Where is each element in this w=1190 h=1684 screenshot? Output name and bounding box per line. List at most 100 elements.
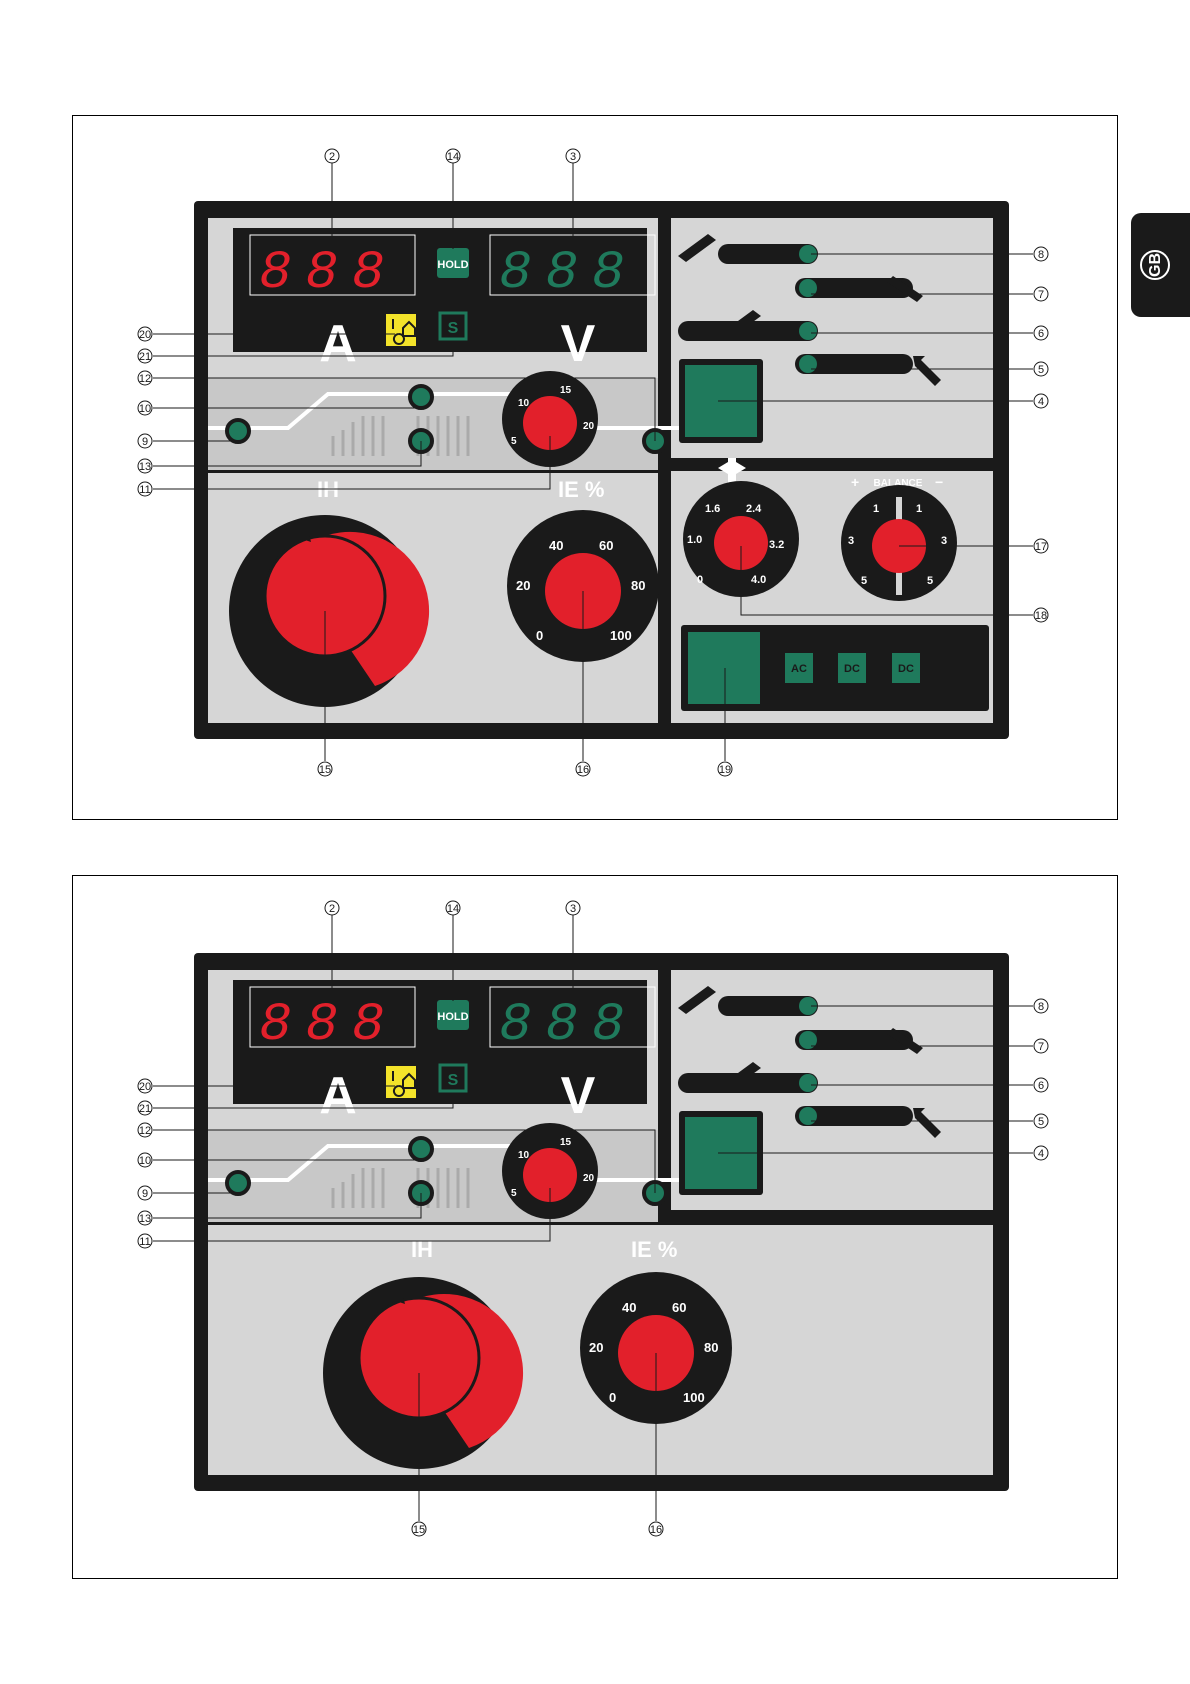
time-scale-20: 20: [583, 1173, 595, 1184]
balance-scale-1-right: 1: [916, 503, 922, 515]
led-preflow: [227, 1172, 249, 1194]
language-tab-label: GB: [1142, 242, 1170, 288]
control-panel-diagram-bottom: 888 888 HOLD S A V 10 15 20 5 IH IE % 40…: [72, 875, 1118, 1579]
control-panel-top-svg: 888 888 HOLD S A V 10 15 20 5 IH IE % 40…: [73, 116, 1119, 821]
ie-scale-80: 80: [704, 1340, 718, 1355]
ie-scale-80: 80: [631, 578, 645, 593]
time-scale-20: 20: [583, 421, 595, 432]
language-tab: GB: [1131, 213, 1190, 317]
callout-14: 14: [447, 903, 459, 915]
callout-3: 3: [570, 903, 576, 915]
callout-5: 5: [1038, 1116, 1044, 1128]
ie-label: IE %: [631, 1237, 677, 1262]
s-label: S: [448, 1072, 459, 1089]
callout-10: 10: [139, 403, 151, 415]
electrode-scale-3.2: 3.2: [769, 539, 784, 551]
balance-scale-5-left: 5: [861, 575, 867, 587]
callout-16: 16: [577, 764, 589, 776]
callout-4: 4: [1038, 1148, 1044, 1160]
balance-scale-1-left: 1: [873, 503, 879, 515]
led-mode-spot: [799, 322, 817, 340]
led-preflow: [227, 420, 249, 442]
time-scale-10: 10: [518, 1150, 530, 1161]
callout-18: 18: [1035, 610, 1047, 622]
electrode-scale-0: 0: [697, 574, 703, 586]
amp-symbol: A: [319, 1067, 357, 1125]
ie-scale-100: 100: [610, 628, 632, 643]
ie-scale-40: 40: [622, 1300, 636, 1315]
time-scale-10: 10: [518, 398, 530, 409]
callout-14: 14: [447, 151, 459, 163]
polarity-select-button[interactable]: [688, 632, 760, 704]
callout-15: 15: [319, 764, 331, 776]
callout-9: 9: [142, 1188, 148, 1200]
callout-16: 16: [650, 1524, 662, 1536]
volt-symbol: V: [561, 315, 596, 373]
led-main-current: [410, 386, 432, 408]
mode-spot-bar: [678, 1073, 818, 1093]
warning-indicator: [386, 1066, 416, 1098]
electrode-scale-1.6: 1.6: [705, 503, 720, 515]
callout-9: 9: [142, 436, 148, 448]
time-scale-5: 5: [511, 436, 517, 447]
callout-11: 11: [139, 1236, 150, 1248]
callout-11: 11: [139, 484, 150, 496]
led-main-current: [410, 1138, 432, 1160]
control-panel-bottom-svg: 888 888 HOLD S A V 10 15 20 5 IH IE % 40…: [73, 876, 1119, 1580]
callout-3: 3: [570, 151, 576, 163]
callout-8: 8: [1038, 1001, 1044, 1013]
hold-label: HOLD: [437, 259, 468, 271]
amp-display-digits: 888: [259, 243, 398, 304]
callout-21: 21: [139, 1103, 151, 1115]
callout-7: 7: [1038, 1041, 1044, 1053]
callout-21: 21: [139, 351, 151, 363]
callout-6: 6: [1038, 328, 1044, 340]
callout-8: 8: [1038, 249, 1044, 261]
control-panel-diagram-top: 888 888 HOLD S A V 10 15 20 5 IH IE % 40…: [72, 115, 1118, 820]
led-mode-mma: [799, 355, 817, 373]
balance-minus-icon: −: [935, 474, 943, 490]
callout-4: 4: [1038, 396, 1044, 408]
callout-20: 20: [139, 1081, 151, 1093]
dc-plus-label: DC: [898, 663, 914, 675]
electrode-scale-4.0: 4.0: [751, 574, 766, 586]
led-mode-mma: [799, 1107, 817, 1125]
led-mode-spot: [799, 1074, 817, 1092]
callout-17: 17: [1035, 541, 1047, 553]
callout-5: 5: [1038, 364, 1044, 376]
ie-scale-40: 40: [549, 538, 563, 553]
hold-label: HOLD: [437, 1011, 468, 1023]
ie-scale-0: 0: [609, 1390, 616, 1405]
balance-scale-5-right: 5: [927, 575, 933, 587]
callout-6: 6: [1038, 1080, 1044, 1092]
ie-scale-0: 0: [536, 628, 543, 643]
callout-19: 19: [719, 764, 731, 776]
time-scale-15: 15: [560, 385, 572, 396]
electrode-scale-2.4: 2.4: [746, 503, 762, 515]
ie-scale-20: 20: [589, 1340, 603, 1355]
callout-7: 7: [1038, 289, 1044, 301]
callout-15: 15: [413, 1524, 425, 1536]
ie-scale-60: 60: [672, 1300, 686, 1315]
callout-20: 20: [139, 329, 151, 341]
time-scale-5: 5: [511, 1188, 517, 1199]
balance-scale-3-right: 3: [941, 535, 947, 547]
dc-minus-label: DC: [844, 663, 860, 675]
electrode-scale-1.0: 1.0: [687, 534, 702, 546]
callout-10: 10: [139, 1155, 151, 1167]
amp-display-digits: 888: [259, 995, 398, 1056]
warning-indicator: [386, 314, 416, 346]
callout-12: 12: [139, 1125, 151, 1137]
time-scale-15: 15: [560, 1137, 572, 1148]
volt-symbol: V: [561, 1067, 596, 1125]
amp-symbol: A: [319, 315, 357, 373]
balance-scale-3-left: 3: [848, 535, 854, 547]
ie-scale-100: 100: [683, 1390, 705, 1405]
callout-2: 2: [329, 151, 335, 163]
volt-display-digits: 888: [499, 243, 638, 304]
ie-label: IE %: [558, 477, 604, 502]
s-label: S: [448, 320, 459, 337]
callout-2: 2: [329, 903, 335, 915]
volt-display-digits: 888: [499, 995, 638, 1056]
ac-label: AC: [791, 663, 807, 675]
